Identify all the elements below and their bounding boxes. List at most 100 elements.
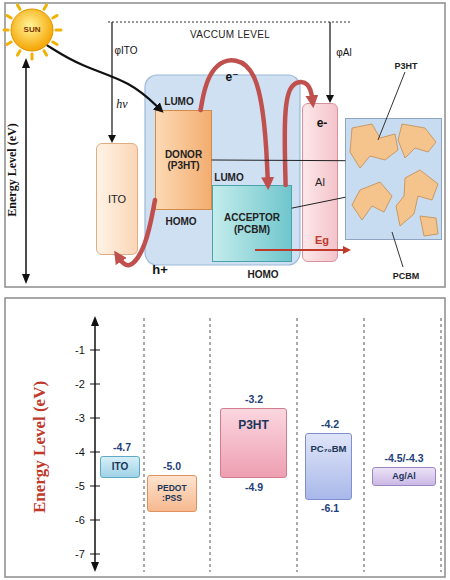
tick-label: -7 — [75, 548, 85, 560]
leader-line — [378, 72, 405, 140]
axis-title: Energy Level (eV) — [5, 123, 20, 216]
panel-border — [5, 298, 445, 577]
zoom-line — [212, 160, 345, 162]
connectors — [48, 46, 345, 266]
work-function-arrow — [108, 135, 116, 143]
node-text: HOMO — [247, 269, 278, 281]
sun-rays — [18, 51, 21, 55]
edge-label: e- — [317, 117, 328, 130]
sun-rays — [53, 42, 57, 45]
column-divider — [210, 318, 211, 572]
panel-border — [5, 3, 445, 287]
sun-circle: SUN — [10, 8, 54, 52]
edge-label: e⁻ — [225, 71, 238, 84]
band-gap-arrow — [343, 246, 351, 254]
electron-transfer-arrow — [285, 82, 313, 185]
energy-value: -4.5/-4.3 — [384, 453, 423, 465]
column-divider — [144, 318, 441, 572]
column-divider — [297, 318, 298, 572]
zoom-line — [292, 197, 345, 208]
electrode-box: ITO — [96, 143, 138, 255]
energy-value: -4.2 — [321, 419, 339, 431]
node-outline — [11, 9, 53, 51]
active-layer — [145, 75, 300, 265]
vacuum-level-line — [108, 22, 350, 23]
hole-transfer-arrow — [117, 200, 155, 265]
electron-transfer-arrow — [201, 60, 268, 185]
p3ht-domain — [350, 124, 438, 236]
column-divider — [364, 318, 365, 572]
tick-label: -1 — [75, 344, 85, 356]
column-divider — [144, 318, 145, 572]
energy-value: -4.9 — [245, 482, 263, 494]
energy-level-box: P3HT — [220, 408, 287, 478]
band-gap-label: Eg — [315, 234, 329, 246]
leader-line — [378, 72, 405, 267]
energy-axis — [25, 64, 27, 278]
energy-value: -6.1 — [321, 503, 339, 515]
band-gap-arrow — [255, 246, 351, 254]
light-arrow — [48, 46, 161, 110]
acceptor-box: LUMOACCEPTOR (PCBM)HOMO — [212, 185, 292, 262]
energy-level-box: PC₇₀BM — [305, 433, 352, 500]
work-function-arrow — [326, 95, 334, 103]
node-text: ACCEPTOR (PCBM) — [215, 212, 289, 235]
node-text: P3HT — [238, 419, 269, 433]
sun-rays — [31, 54, 34, 59]
node-text: PEDOT :PSS — [152, 484, 192, 504]
column-divider — [441, 318, 442, 572]
work-function-arrow — [111, 22, 112, 137]
node-text: Al — [315, 176, 325, 189]
work-function-label: φAl — [336, 47, 351, 58]
tick-label: -5 — [75, 480, 85, 492]
node-text: LUMO — [164, 96, 193, 108]
sun-rays — [44, 51, 47, 55]
energy-level-box: PEDOT :PSS — [147, 475, 197, 512]
p3ht-domain — [352, 182, 392, 220]
tick-label: -4 — [75, 446, 85, 458]
energy-axis — [90, 350, 100, 554]
p3ht-domain — [350, 124, 398, 168]
energy-axis — [91, 562, 99, 572]
node-text: LUMO — [214, 172, 243, 184]
axis-title: Energy Level (eV) — [30, 381, 50, 513]
vacuum-level-label: VACCUM LEVEL — [190, 29, 270, 40]
energy-axis — [22, 58, 30, 68]
energy-axis — [94, 322, 96, 566]
node-text: DONOR (P3HT) — [158, 149, 209, 172]
node-text: PC₇₀BM — [310, 444, 346, 455]
p3ht-domain — [398, 124, 436, 158]
tick-label: -2 — [75, 378, 85, 390]
node-text: PCBM — [393, 271, 420, 281]
node-text: ITO — [112, 461, 128, 473]
energy-level-box: ITO — [100, 456, 140, 478]
leader-line — [392, 232, 403, 267]
edge-label: hν — [116, 97, 127, 112]
sun-rays — [53, 16, 57, 19]
work-function-label: φITO — [115, 45, 138, 56]
energy-value: -5.0 — [163, 461, 181, 473]
node-text: HOMO — [165, 216, 196, 228]
energy-axis — [22, 274, 30, 284]
work-function-arrow — [329, 22, 330, 97]
band-gap-arrow — [255, 249, 344, 251]
tick-label: -3 — [75, 412, 85, 424]
sun-rays — [7, 42, 11, 45]
p3ht-domain — [420, 216, 438, 236]
p3ht-domain — [396, 170, 438, 226]
energy-value: -3.2 — [245, 394, 263, 406]
node-text: SUN — [24, 25, 41, 34]
tick-label: -6 — [75, 514, 85, 526]
edge-label: h+ — [152, 263, 168, 277]
energy-axis — [91, 316, 99, 326]
sun-rays — [4, 5, 61, 59]
sun-rays — [4, 29, 8, 32]
energy-axis — [90, 316, 100, 572]
energy-axis — [22, 58, 30, 284]
